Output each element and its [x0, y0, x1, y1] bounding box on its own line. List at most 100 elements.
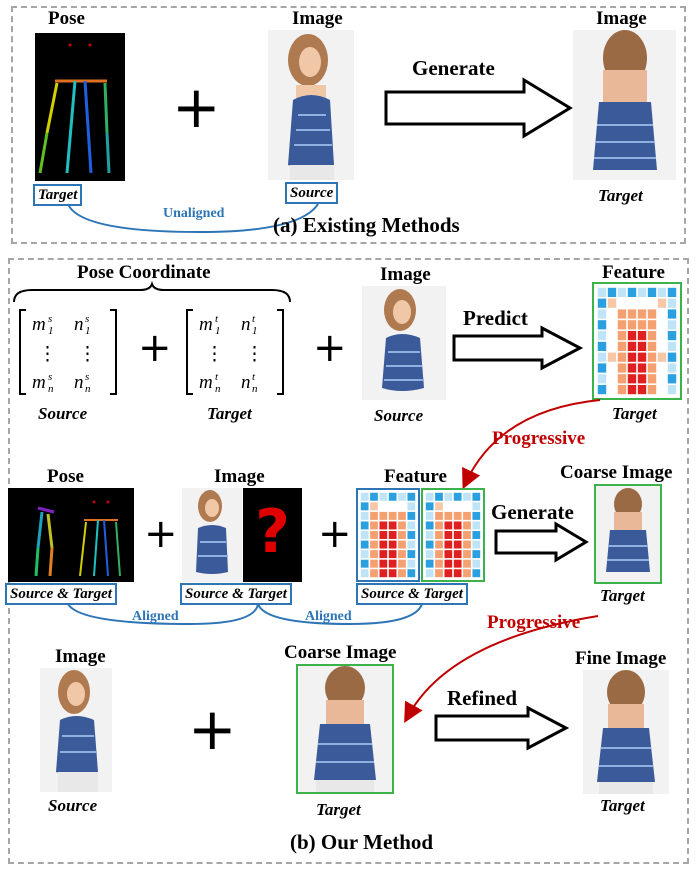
feature-cell [407, 492, 416, 501]
feature-cell [388, 569, 397, 578]
predict-arrow-icon [452, 325, 584, 371]
feature-cell [637, 287, 647, 297]
feature-cell [617, 287, 627, 297]
feature-cell [617, 385, 627, 395]
fine-image [583, 670, 669, 794]
row2-pose-label: Pose [47, 466, 84, 487]
svg-text:s: s [85, 371, 89, 383]
feature-cell [435, 569, 443, 578]
feature-cell [597, 287, 607, 297]
feature-cell [647, 374, 657, 384]
row3-coarse-label: Coarse Image [284, 642, 397, 663]
feature-cell [667, 363, 677, 373]
svg-text:s: s [85, 313, 89, 325]
feature-cell [463, 559, 471, 568]
feature-cell [407, 531, 416, 539]
pose-coordinate-brace [13, 280, 291, 303]
row2-source-photo [182, 488, 242, 582]
feature-cell [370, 492, 378, 501]
feature-cell [435, 492, 443, 501]
feature-cell [472, 540, 481, 549]
target-feature-map [421, 488, 485, 582]
feature-cell [379, 531, 388, 539]
feature-cell [657, 385, 667, 395]
feature-cell [637, 363, 647, 373]
source-feature-map [356, 488, 420, 582]
svg-text:1: 1 [215, 325, 221, 337]
svg-text:t: t [215, 313, 219, 325]
feature-cell [627, 287, 637, 297]
feature-cell [407, 540, 416, 549]
feature-cell [388, 550, 397, 559]
aligned-label-1: Aligned [132, 609, 179, 624]
feature-cell [472, 550, 481, 559]
unaligned-label: Unaligned [163, 206, 225, 221]
svg-text:m: m [199, 372, 213, 393]
feature-cell [647, 309, 657, 319]
row1-feature-label: Feature [602, 262, 665, 283]
svg-text:n: n [215, 383, 221, 395]
svg-text:n: n [241, 314, 251, 335]
feature-cell [444, 550, 453, 559]
feature-cell [388, 531, 397, 539]
feature-cell [370, 511, 378, 520]
feature-cell [444, 540, 453, 549]
refined-arrow-icon [434, 705, 570, 751]
row1-image-label: Image [380, 264, 431, 285]
feature-cell [370, 521, 378, 530]
target-right-label: Target [598, 186, 643, 205]
feature-cell [667, 385, 677, 395]
feature-cell [398, 550, 406, 559]
feature-source-target-box: Source & Target [356, 583, 468, 605]
svg-text:m: m [32, 372, 46, 393]
feature-cell [379, 511, 388, 520]
feature-cell [647, 341, 657, 351]
progressive-label-2: Progressive [487, 612, 581, 633]
feature-cell [637, 341, 647, 351]
panel-existing-methods [11, 6, 686, 244]
feature-cell [637, 374, 647, 384]
feature-cell [637, 385, 647, 395]
feature-cell [388, 559, 397, 568]
feature-cell [627, 341, 637, 351]
feature-cell [657, 363, 667, 373]
feature-cell [435, 502, 443, 511]
svg-text:1: 1 [48, 325, 54, 337]
feature-cell [627, 298, 637, 308]
row3-coarse-image [296, 664, 394, 794]
feature-cell [657, 298, 667, 308]
feature-cell [370, 540, 378, 549]
plus-icon: + [138, 325, 172, 371]
row2-generate-label: Generate [491, 500, 574, 524]
matrix-source-label: Source [38, 404, 88, 423]
row2-coarse-label: Coarse Image [560, 462, 673, 483]
svg-text:n: n [85, 383, 91, 395]
matrix-target-label: Target [207, 404, 252, 423]
feature-cell [388, 492, 397, 501]
plus-icon: + [188, 695, 237, 763]
feature-cell [607, 341, 617, 351]
feature-cell [453, 492, 462, 501]
unaligned-curve [67, 203, 319, 234]
target-pose-image-row2 [72, 488, 134, 582]
svg-text:1: 1 [252, 325, 258, 337]
feature-cell [379, 502, 388, 511]
feature-cell [453, 550, 462, 559]
row2-feature-label: Feature [384, 466, 447, 487]
feature-cell [379, 492, 388, 501]
feature-cell [407, 511, 416, 520]
svg-text:t: t [252, 313, 256, 325]
plus-icon: + [318, 511, 352, 557]
feature-cell [647, 287, 657, 297]
feature-cell [360, 502, 369, 511]
feature-cell [407, 550, 416, 559]
feature-cell [463, 540, 471, 549]
svg-text:t: t [215, 371, 219, 383]
feature-cell [617, 374, 627, 384]
aligned-label-2: Aligned [305, 609, 352, 624]
feature-cell [472, 569, 481, 578]
feature-cell [627, 385, 637, 395]
feature-cell [388, 502, 397, 511]
plus-icon: + [313, 325, 347, 371]
svg-text:t: t [252, 371, 256, 383]
